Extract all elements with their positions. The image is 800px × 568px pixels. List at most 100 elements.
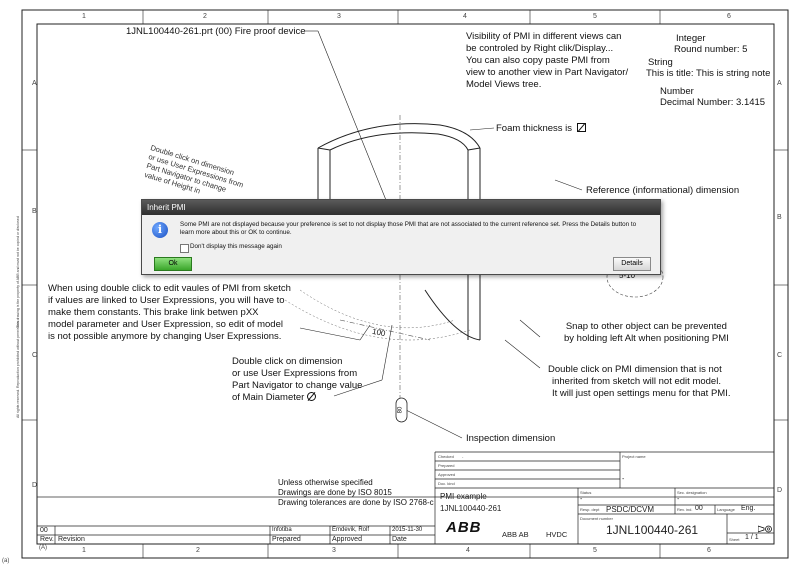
sketch-note: When using double click to edit vaules o… — [48, 283, 291, 343]
zone-label-right-b: B — [777, 214, 782, 221]
sketch-note-line: if values are linked to User Expressions… — [48, 295, 285, 306]
pmi-note-line: Double click on PMI dimension that is no… — [548, 364, 722, 375]
date-value: 2015-11-30 — [392, 527, 423, 533]
checked-value: - — [462, 454, 464, 459]
snap-note-line: Snap to other object can be prevented — [565, 321, 727, 332]
corner-mark: (a) — [2, 558, 10, 564]
zone-label-right-a: A — [777, 80, 782, 87]
date-col-label: Date — [392, 536, 407, 543]
details-button[interactable]: Details — [613, 257, 651, 271]
sec-designation-label: Sec. designation — [677, 490, 707, 495]
zone-label-bottom-6: 6 — [707, 547, 711, 554]
zone-label-bottom-4: 4 — [466, 547, 470, 554]
zone-label-right-d: D — [777, 487, 783, 494]
approved-col-label: Approved — [332, 536, 362, 543]
visibility-note-line: You can also copy paste PMI from — [466, 55, 610, 66]
pmi-note: Double click on PMI dimension that is no… — [548, 364, 730, 400]
project-name-value: - — [622, 476, 625, 483]
project-name-label: Project name — [622, 454, 646, 459]
zone-label-left-d: D — [32, 482, 38, 489]
sketch-note-line: When using double click to edit vaules o… — [48, 283, 291, 294]
language-label: Language — [717, 507, 735, 512]
zone-label-right-c: C — [777, 352, 783, 359]
sketch-note-line: make them constants. This brake link bet… — [48, 307, 259, 318]
doc-number: 1JNL100440-261 — [606, 523, 699, 537]
visibility-note-line: Visibility of PMI in different views can — [466, 31, 622, 42]
foam-thickness-label: Foam thickness is — [496, 123, 573, 134]
integer-value: Round number: 5 — [674, 44, 748, 55]
visibility-note: Visibility of PMI in different views can… — [466, 31, 628, 91]
diameter-note-line: of Main Diameter — [232, 391, 362, 404]
diameter-note-line: or use User Expressions from — [232, 368, 358, 379]
revision-row-value: 00 — [40, 527, 48, 534]
diameter-note: Double click on dimension or use User Ex… — [232, 356, 362, 404]
pmi-note-line: inherited from sketch will not edit mode… — [552, 376, 721, 387]
diameter-symbol-icon — [306, 391, 316, 402]
foam-thickness-note: Foam thickness is — [496, 122, 586, 135]
dimension-5-10[interactable]: 5-10 — [619, 271, 636, 280]
zone-label-top-3: 3 — [337, 13, 341, 20]
diameter-note-text: of Main Diameter — [232, 392, 305, 403]
side-text-lower: All rights reserved. Reproduction prohib… — [16, 320, 20, 418]
number-value: Decimal Number: 3.1415 — [660, 97, 766, 108]
dialog-message: Some PMI are not displayed because your … — [180, 221, 637, 236]
inspection-dimension-note: Inspection dimension — [466, 433, 556, 444]
pmi-note-line: It will just open settings menu for that… — [552, 388, 731, 399]
zone-label-bottom-5: 5 — [593, 547, 597, 554]
side-text-upper: This drawing is the property of ABB and … — [16, 216, 20, 328]
zone-label-bottom-2: 2 — [196, 547, 200, 554]
prepared-col-label: Prepared — [272, 536, 301, 543]
zone-label-top-6: 6 — [727, 13, 731, 20]
projection-symbol-icon — [757, 520, 772, 533]
doc-kind-label: Doc. kind — [438, 481, 455, 486]
bottom-left-mark: (A) — [39, 545, 47, 551]
tolerance-notes: Unless otherwise specified Drawings are … — [278, 478, 434, 508]
abb-logo: ABB — [446, 519, 482, 536]
zone-label-left-a: A — [32, 80, 37, 87]
dialog-title-bar[interactable]: Inherit PMI — [142, 200, 660, 215]
sheet-label: Sheet — [729, 537, 740, 542]
status-value: - — [580, 496, 583, 503]
dimension-100[interactable]: 100 — [371, 326, 387, 339]
string-value: This is title: This is string note — [646, 68, 771, 79]
revision-col-rev: Rev. — [40, 536, 54, 543]
integer-label: Integer — [676, 33, 706, 44]
sketch-note-line: model parameter and User Expression, so … — [48, 319, 283, 330]
rev-ind-value: 00 — [695, 505, 703, 512]
inspection-dimension-80[interactable]: 80 — [397, 406, 404, 414]
number-label: Number — [660, 86, 694, 97]
inherit-pmi-dialog: Inherit PMI i Some PMI are not displayed… — [141, 199, 661, 275]
resp-dept-label: Resp. dept — [580, 507, 600, 512]
resp-dept-value: PSDC/DCVM — [606, 505, 655, 514]
ok-button[interactable]: Ok — [154, 257, 192, 271]
diameter-symbol-icon — [576, 122, 586, 133]
rev-ind-label: Rev. ind. — [677, 507, 693, 512]
dont-display-checkbox-label[interactable]: Don't display this message again — [190, 243, 282, 250]
tolerance-note-line: Drawing tolerances are done by ISO 2768-… — [278, 498, 434, 507]
zone-label-top-1: 1 — [82, 13, 86, 20]
zone-label-top-5: 5 — [593, 13, 597, 20]
prepared-label: Prepared — [438, 463, 455, 468]
snap-note-line: by holding left Alt when positioning PMI — [564, 333, 729, 344]
approved-label: Approved — [438, 472, 456, 477]
sec-designation-value: - — [677, 496, 680, 503]
visibility-note-line: Model Views tree. — [466, 79, 542, 90]
diameter-note-line: Part Navigator to change value — [232, 380, 363, 391]
zone-label-bottom-3: 3 — [332, 547, 336, 554]
doc-number-label: Document number — [580, 516, 613, 521]
status-label: Status — [580, 490, 592, 495]
reference-dimension-note: Reference (informational) dimension — [586, 185, 740, 196]
diameter-note-line: Double click on dimension — [232, 356, 343, 367]
info-icon: i — [152, 222, 168, 238]
checked-label: Checked — [438, 454, 454, 459]
part-title: 1JNL100440-261.prt (00) Fire proof devic… — [126, 26, 306, 37]
dont-display-checkbox[interactable] — [180, 244, 189, 253]
drawing-number-short: 1JNL100440-261 — [440, 504, 502, 513]
drawing-title: PMI example — [440, 492, 487, 501]
company-name: ABB AB — [502, 530, 529, 539]
dialog-title: Inherit PMI — [147, 203, 186, 212]
string-label: String — [648, 57, 673, 68]
sheet-value: 1 / 1 — [745, 534, 759, 541]
tolerance-note-line: Unless otherwise specified — [278, 478, 373, 487]
division-name: HVDC — [546, 530, 568, 539]
